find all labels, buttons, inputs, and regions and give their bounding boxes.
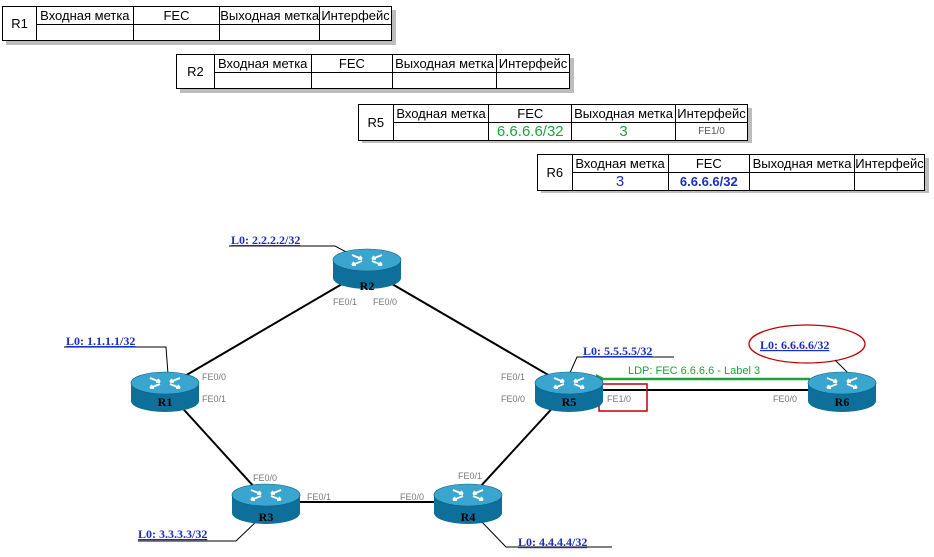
- table-router-name: R2: [176, 54, 215, 89]
- interface-label: FE0/1: [458, 471, 482, 481]
- router-r3[interactable]: R3: [231, 483, 301, 524]
- col-header-interface: Интерфейс: [319, 6, 392, 25]
- router-r5[interactable]: R5: [534, 371, 604, 412]
- cell-in-label: [392, 122, 490, 141]
- router-name: R3: [259, 510, 274, 524]
- cell-fec: 6.6.6.6/32: [488, 122, 573, 141]
- cell-interface: [496, 72, 570, 89]
- loopback-label-r5: L0: 5.5.5.5/32: [583, 344, 652, 358]
- router-r2[interactable]: R2: [332, 248, 402, 293]
- cell-in-label: [36, 24, 134, 41]
- cell-fec: 6.6.6.6/32: [667, 172, 751, 191]
- cell-in-label: 3: [571, 172, 669, 191]
- loopback-label-r2: L0: 2.2.2.2/32: [231, 233, 300, 247]
- col-header-out-label: Выходная метка: [219, 6, 321, 25]
- interface-label: FE0/0: [373, 297, 397, 307]
- label-table-r5: R5 Входная метка FEC Выходная метка Инте…: [358, 104, 748, 141]
- col-header-out-label: Выходная метка: [571, 104, 677, 123]
- callout-line-r5: [568, 356, 674, 376]
- router-arrows-icon: [553, 377, 585, 389]
- interface-label: FE1/0: [607, 394, 631, 404]
- router-name: R4: [461, 510, 476, 524]
- link-r2-r5: [367, 269, 570, 388]
- interface-label: FE0/0: [501, 394, 525, 404]
- loopback-label-r6: L0: 6.6.6.6/32: [760, 338, 829, 352]
- label-table-r2: R2 Входная метка FEC Выходная метка Инте…: [176, 54, 570, 89]
- interface-labels: FE0/0 FE0/1 FE0/1 FE0/0 FE0/1 FE0/0 FE1/…: [202, 297, 797, 502]
- router-name: R2: [360, 279, 375, 293]
- interface-label: FE0/1: [307, 492, 331, 502]
- label-table-r6: R6 Входная метка FEC Выходная метка Инте…: [537, 154, 926, 191]
- router-arrows-icon: [250, 489, 282, 501]
- router-name: R5: [562, 395, 577, 409]
- interface-label: FE0/0: [400, 492, 424, 502]
- router-r1[interactable]: R1: [130, 371, 200, 412]
- col-header-in-label: Входная метка: [36, 6, 134, 25]
- router-r4[interactable]: R4: [433, 483, 503, 524]
- col-header-in-label: Входная метка: [392, 104, 490, 123]
- interface-label: FE0/0: [202, 372, 226, 382]
- router-arrows-icon: [351, 254, 383, 266]
- cell-interface: [319, 24, 392, 41]
- callout-line-r1: [64, 346, 169, 375]
- table-router-name: R6: [537, 154, 573, 191]
- interface-label: FE0/1: [501, 372, 525, 382]
- col-header-fec: FEC: [667, 154, 751, 173]
- cell-interface: [853, 172, 926, 191]
- router-r6[interactable]: R6: [807, 371, 877, 412]
- interface-label: FE0/1: [202, 394, 226, 404]
- loopback-highlight-ellipse: [748, 324, 866, 364]
- table-router-name: R1: [1, 6, 38, 41]
- col-header-out-label: Выходная метка: [392, 54, 498, 73]
- router-name: R1: [158, 395, 173, 409]
- cell-fec: [310, 72, 394, 89]
- callout-line-r3: [138, 519, 259, 542]
- router-arrows-icon: [826, 377, 858, 389]
- loopback-label-r1: L0: 1.1.1.1/32: [66, 334, 135, 348]
- loopback-label-r4: L0: 4.4.4.4/32: [518, 535, 587, 549]
- router-arrows-icon: [149, 377, 181, 389]
- interface-label: FE0/1: [333, 297, 357, 307]
- cell-interface: FE1/0: [675, 122, 748, 141]
- interface-label: FE0/0: [253, 473, 277, 483]
- callout-line-r4: [479, 519, 612, 548]
- router-arrows-icon: [452, 489, 484, 501]
- cell-out-label: [219, 24, 321, 41]
- router-name: R6: [835, 395, 850, 409]
- loopback-label-r3: L0: 3.3.3.3/32: [138, 527, 207, 541]
- col-header-interface: Интерфейс: [496, 54, 570, 73]
- table-router-name: R5: [358, 104, 394, 141]
- ldp-message: LDP: FEC 6.6.6.6 - Label 3: [628, 365, 760, 377]
- col-header-in-label: Входная метка: [571, 154, 669, 173]
- interface-label: FE0/0: [773, 394, 797, 404]
- link-r1-r2: [165, 269, 367, 388]
- label-table-r1: R1 Входная метка FEC Выходная метка Инте…: [1, 6, 392, 41]
